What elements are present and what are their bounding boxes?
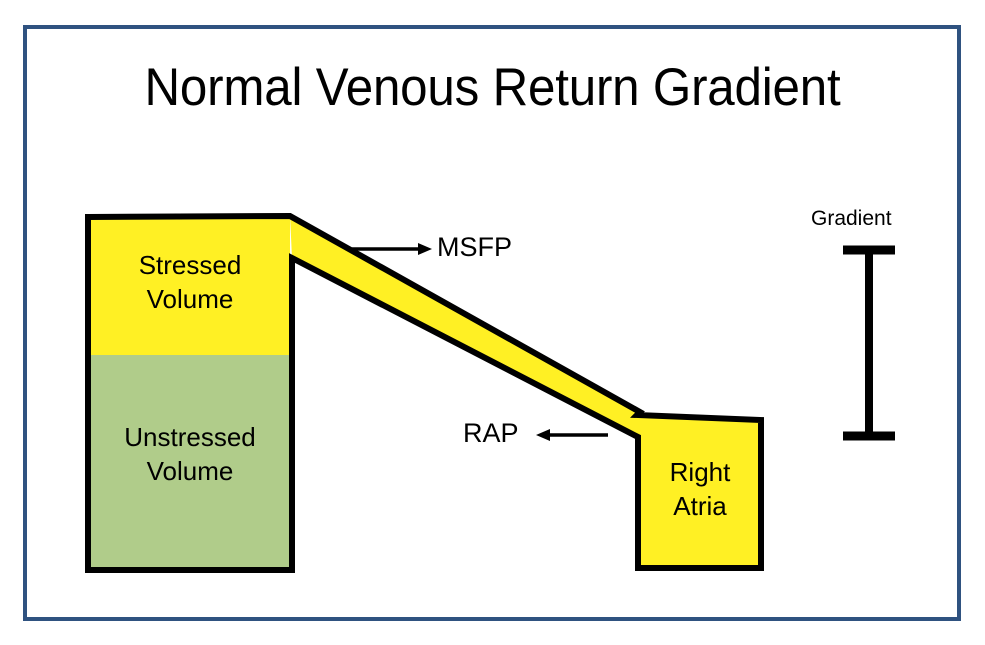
unstressed-volume-segment [88, 355, 290, 570]
msfp-arrow [352, 243, 432, 255]
right-atria-label-line2: Atria [673, 491, 727, 521]
msfp-label: MSFP [437, 232, 513, 262]
stressed-volume-label-line2: Volume [146, 284, 234, 314]
stressed-volume-label: Stressed Volume [90, 248, 290, 316]
rap-label: RAP [463, 418, 519, 448]
unstressed-volume-label-line2: Volume [146, 456, 234, 486]
stressed-volume-label-line1: Stressed [138, 250, 242, 280]
gradient-marker-icon [843, 245, 895, 441]
figure-outline [85, 212, 764, 573]
stressed-volume-segment [88, 217, 290, 355]
right-atria-label: Right Atria [638, 455, 762, 523]
right-atria-chamber [637, 415, 761, 568]
venous-return-conduit [290, 215, 640, 437]
gradient-label: Gradient [811, 207, 892, 230]
right-atria-label-line1: Right [669, 457, 731, 487]
page-title: Normal Venous Return Gradient [144, 58, 841, 117]
unstressed-volume-label-line1: Unstressed [124, 422, 256, 452]
unstressed-volume-label: Unstressed Volume [88, 420, 292, 488]
rap-arrow [536, 429, 608, 441]
